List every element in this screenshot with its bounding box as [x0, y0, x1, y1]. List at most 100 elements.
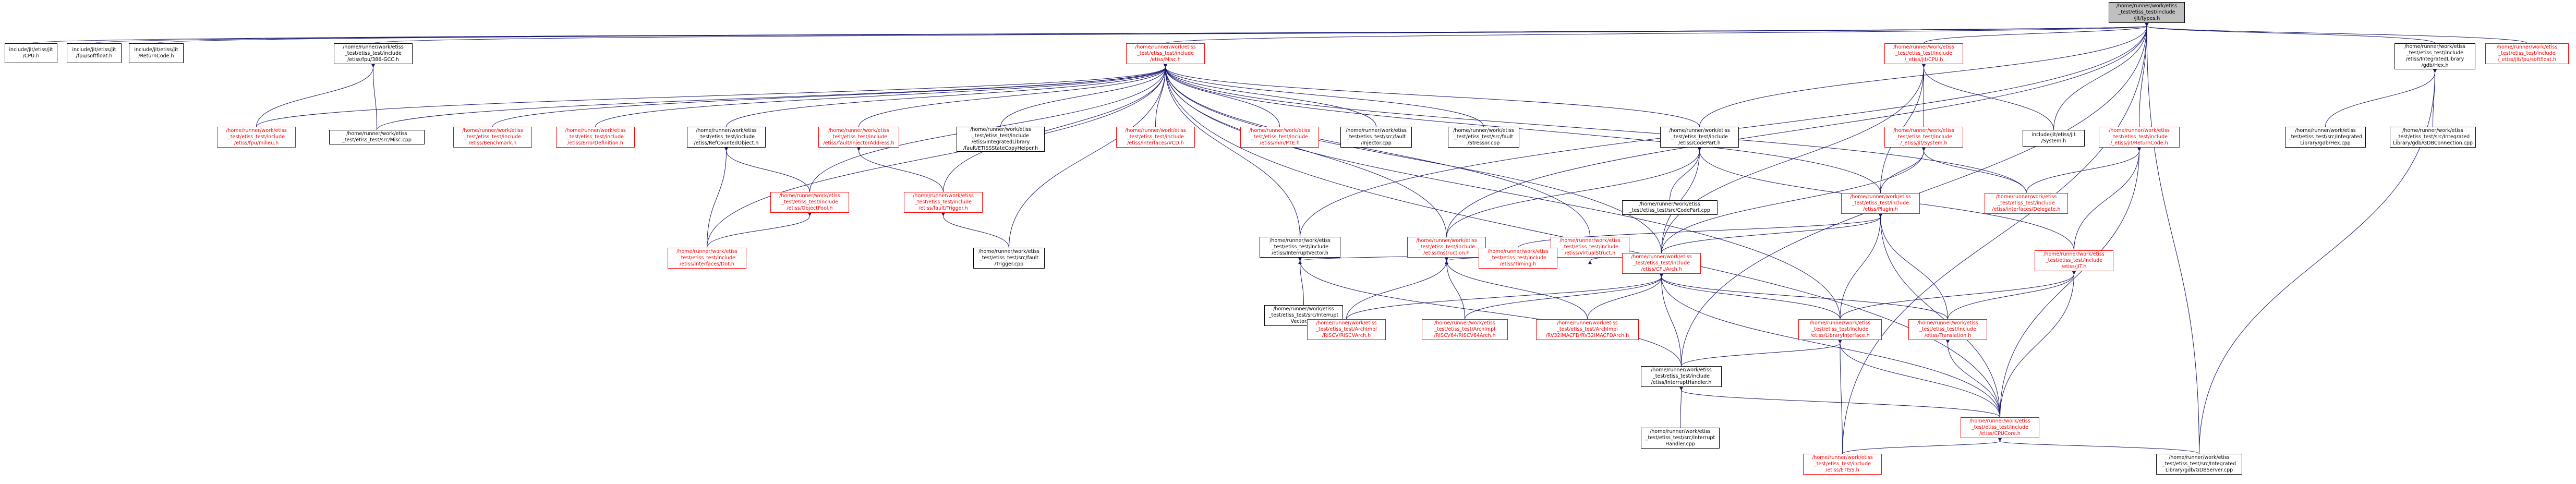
- graph-node-label: /home/runner/work/etiss _test/etiss_test…: [2404, 44, 2465, 68]
- graph-node-dot[interactable]: /home/runner/work/etiss _test/etiss_test…: [668, 248, 746, 269]
- edge-injcpp-to-misc: [1163, 64, 1376, 127]
- graph-node-label: include/jit/etiss/jit /ReturnCode.h: [134, 47, 178, 59]
- graph-node-label: /home/runner/work/etiss _test/etiss_test…: [978, 249, 1039, 267]
- graph-node-cpujit[interactable]: /home/runner/work/etiss _test/etiss_test…: [1884, 43, 1963, 64]
- edge-etissh-to-libiface: [1838, 340, 1843, 454]
- graph-node-trigger[interactable]: /home/runner/work/etiss _test/etiss_test…: [904, 192, 983, 213]
- edge-fpumilieu-to-fpu386: [256, 64, 376, 127]
- edge-jitsoftfloat-to-types: [2145, 22, 2527, 44]
- edge-cpuarch-to-cpujit: [1661, 64, 1926, 253]
- edge-etissh-to-cpucore: [1842, 438, 2002, 454]
- graph-node-stresscpp[interactable]: /home/runner/work/etiss _test/etiss_test…: [1448, 127, 1519, 148]
- edge-dot-to-objpool: [707, 212, 812, 248]
- edge-fpu386-to-types: [373, 22, 2149, 44]
- graph-node-bench[interactable]: /home/runner/work/etiss _test/etiss_test…: [453, 127, 532, 148]
- graph-node-jith[interactable]: /home/runner/work/etiss _test/etiss_test…: [2035, 250, 2113, 271]
- graph-node-etissh[interactable]: /home/runner/work/etiss _test/etiss_test…: [1803, 454, 1882, 475]
- graph-node-misccpp[interactable]: /home/runner/work/etiss _test/etiss_test…: [329, 130, 425, 144]
- graph-node-hexcpp[interactable]: /home/runner/work/etiss _test/etiss_test…: [2285, 127, 2366, 148]
- graph-node-codepartcpp[interactable]: /home/runner/work/etiss _test/etiss_test…: [1622, 200, 1718, 215]
- graph-node-transl[interactable]: /home/runner/work/etiss _test/etiss_test…: [1908, 319, 1987, 340]
- graph-node-gdbconn[interactable]: /home/runner/work/etiss _test/etiss_test…: [2390, 127, 2476, 148]
- graph-node-jitsystem[interactable]: /home/runner/work/etiss _test/etiss_test…: [1884, 127, 1963, 148]
- edge-mmpte-to-misc: [1163, 64, 1280, 127]
- graph-node-inthandler[interactable]: /home/runner/work/etiss _test/etiss_test…: [1641, 366, 1722, 387]
- graph-node-delegate[interactable]: /home/runner/work/etiss _test/etiss_test…: [1985, 193, 2068, 214]
- graph-node-label: /home/runner/work/etiss _test/etiss_test…: [1269, 238, 1331, 256]
- edge-cpucore-to-jith: [2000, 271, 2076, 418]
- graph-node-instr[interactable]: /home/runner/work/etiss _test/etiss_test…: [1407, 237, 1486, 258]
- graph-node-statecopy[interactable]: /home/runner/work/etiss _test/etiss_test…: [957, 127, 1045, 152]
- graph-node-mmpte[interactable]: /home/runner/work/etiss _test/etiss_test…: [1240, 127, 1319, 148]
- graph-node-objpool[interactable]: /home/runner/work/etiss _test/etiss_test…: [770, 192, 849, 213]
- edge-cpucore-to-cpuarch: [1659, 273, 2000, 418]
- graph-node-jitretcode[interactable]: /home/runner/work/etiss _test/etiss_test…: [2099, 127, 2180, 148]
- graph-node-misc[interactable]: /home/runner/work/etiss _test/etiss_test…: [1126, 43, 1205, 64]
- graph-node-label: /home/runner/work/etiss _test/etiss_test…: [2043, 251, 2105, 270]
- edge-riscv-to-cpuarch: [1346, 273, 1664, 320]
- graph-node-label: /home/runner/work/etiss _test/etiss_test…: [1249, 128, 1310, 146]
- edge-cpuarch-to-plugin: [1661, 213, 1883, 253]
- graph-node-plugin[interactable]: /home/runner/work/etiss _test/etiss_test…: [1841, 193, 1920, 214]
- edge-libiface-to-cpuarch: [1659, 273, 1841, 320]
- edge-cpuarch-to-misc: [1163, 64, 1662, 253]
- edge-incsys-to-types: [2053, 22, 2149, 130]
- graph-node-label: /home/runner/work/etiss _test/etiss_test…: [694, 128, 759, 146]
- edge-inthandler-to-cpuarch: [1659, 273, 1682, 367]
- graph-node-gdbhex[interactable]: /home/runner/work/etiss _test/etiss_test…: [2394, 43, 2475, 69]
- graph-node-riscv[interactable]: /home/runner/work/etiss _test/etiss_test…: [1307, 319, 1386, 340]
- graph-node-rv32[interactable]: /home/runner/work/etiss _test/etiss_test…: [1536, 319, 1639, 340]
- graph-node-errdef[interactable]: /home/runner/work/etiss _test/etiss_test…: [556, 127, 635, 148]
- edge-rv32-to-instr: [1444, 257, 1588, 320]
- graph-node-label: /home/runner/work/etiss _test/etiss_test…: [963, 127, 1038, 151]
- graph-node-label: /home/runner/work/etiss _test/etiss_test…: [1545, 320, 1629, 338]
- graph-node-label: /home/runner/work/etiss _test/etiss_test…: [1812, 455, 1873, 473]
- graph-node-fpusoft[interactable]: include/jit/etiss/jit /fpu/softfloat.h: [67, 43, 122, 63]
- edge-objpool-to-refcnt: [724, 147, 810, 192]
- graph-node-injcpp[interactable]: /home/runner/work/etiss _test/etiss_test…: [1340, 127, 1412, 148]
- edge-plugin-to-misc: [1163, 64, 1881, 193]
- graph-node-gdbserver[interactable]: /home/runner/work/etiss _test/etiss_test…: [2156, 454, 2242, 475]
- edge-cpucore-to-libiface: [1838, 340, 2000, 418]
- graph-node-virtstruct[interactable]: /home/runner/work/etiss _test/etiss_test…: [1551, 237, 1629, 258]
- edge-statecopy-to-misc: [1000, 64, 1168, 127]
- graph-node-injaddr[interactable]: /home/runner/work/etiss _test/etiss_test…: [818, 127, 899, 148]
- graph-node-ivcd[interactable]: /home/runner/work/etiss _test/etiss_test…: [1116, 127, 1195, 148]
- graph-node-label: /home/runner/work/etiss _test/etiss_test…: [1631, 254, 1692, 272]
- graph-node-cpuh[interactable]: include/jit/etiss/jit /CPU.h: [5, 43, 57, 63]
- edge-dot-to-misc: [707, 64, 1168, 248]
- graph-node-label: /home/runner/work/etiss _test/etiss_test…: [2116, 3, 2178, 21]
- edge-inthandler-to-libiface: [1681, 340, 1842, 367]
- edge-cpucore-to-inthandler: [1679, 386, 2000, 418]
- graph-node-label: /home/runner/work/etiss _test/etiss_test…: [1893, 44, 1954, 63]
- graph-node-jitsoftfloat[interactable]: /home/runner/work/etiss _test/etiss_test…: [2485, 43, 2569, 64]
- graph-node-label: /home/runner/work/etiss _test/etiss_test…: [1917, 320, 1978, 338]
- graph-node-intvec[interactable]: /home/runner/work/etiss _test/etiss_test…: [1260, 237, 1340, 258]
- graph-node-riscv64[interactable]: /home/runner/work/etiss _test/etiss_test…: [1422, 319, 1508, 340]
- graph-node-types[interactable]: /home/runner/work/etiss _test/etiss_test…: [2109, 2, 2185, 23]
- graph-node-cpuarch[interactable]: /home/runner/work/etiss _test/etiss_test…: [1622, 253, 1701, 274]
- graph-node-triggercpp[interactable]: /home/runner/work/etiss _test/etiss_test…: [973, 248, 1045, 269]
- graph-node-codepart[interactable]: /home/runner/work/etiss _test/etiss_test…: [1660, 127, 1739, 148]
- graph-node-fpu386[interactable]: /home/runner/work/etiss _test/etiss_test…: [334, 43, 413, 64]
- edge-jith-to-jitretcode: [2074, 147, 2142, 251]
- graph-node-libiface[interactable]: /home/runner/work/etiss _test/etiss_test…: [1798, 319, 1882, 340]
- edge-libiface-to-plugin: [1840, 213, 1883, 320]
- graph-node-label: /home/runner/work/etiss _test/etiss_test…: [1651, 367, 1712, 385]
- graph-node-refcnt[interactable]: /home/runner/work/etiss _test/etiss_test…: [687, 127, 766, 148]
- graph-node-fpumilieu[interactable]: /home/runner/work/etiss _test/etiss_test…: [217, 127, 296, 148]
- graph-node-inthandlercpp[interactable]: /home/runner/work/etiss _test/etiss_test…: [1641, 428, 1720, 449]
- edge-gdbserver-to-types: [2145, 22, 2199, 454]
- graph-node-label: /home/runner/work/etiss _test/etiss_test…: [2393, 128, 2473, 146]
- graph-node-label: include/jit/etiss/jit /System.h: [2031, 132, 2076, 144]
- graph-node-label: /home/runner/work/etiss _test/etiss_test…: [1453, 128, 1514, 146]
- graph-node-retcode[interactable]: include/jit/etiss/jit /ReturnCode.h: [129, 43, 184, 63]
- graph-node-cpucore[interactable]: /home/runner/work/etiss _test/etiss_test…: [1961, 417, 2039, 438]
- graph-node-label: /home/runner/work/etiss _test/etiss_test…: [343, 44, 404, 63]
- edge-riscv64-to-cpuarch: [1465, 273, 1664, 320]
- graph-node-timing[interactable]: /home/runner/work/etiss _test/etiss_test…: [1479, 248, 1557, 269]
- graph-node-incsys[interactable]: include/jit/etiss/jit /System.h: [2023, 130, 2085, 147]
- edge-fpumilieu-to-misc: [256, 64, 1168, 127]
- graph-node-label: /home/runner/work/etiss _test/etiss_test…: [2496, 44, 2558, 63]
